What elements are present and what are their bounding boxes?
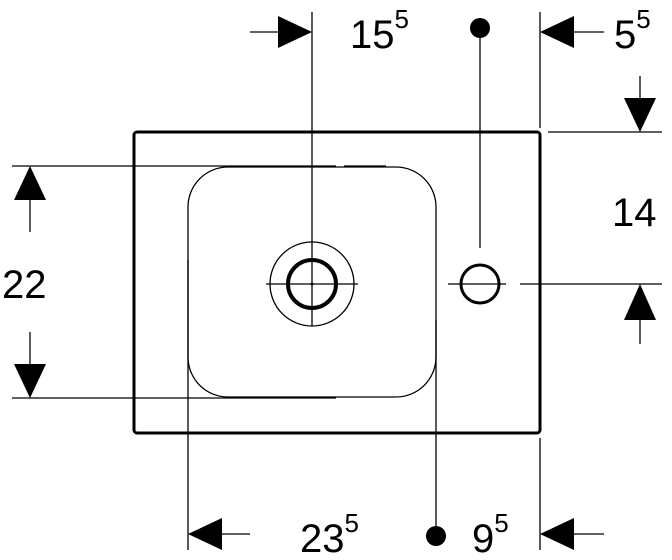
dim-top-center: 155 bbox=[350, 4, 409, 57]
arrow-left-icon bbox=[540, 518, 574, 550]
dim-right-vertical: 14 bbox=[612, 191, 657, 235]
dimension-arrows bbox=[14, 16, 656, 550]
arrow-right-icon bbox=[278, 16, 312, 48]
dim-bottom-left: 235 bbox=[300, 508, 359, 560]
bowl-edge-dot-icon bbox=[426, 526, 446, 546]
dim-left-vertical: 22 bbox=[2, 263, 47, 307]
dimension-lines bbox=[12, 12, 662, 550]
tap-center-dot-icon bbox=[470, 18, 490, 38]
basin-body bbox=[132, 130, 542, 435]
dim-top-right: 55 bbox=[614, 4, 651, 57]
arrow-left-icon bbox=[188, 518, 222, 550]
basin-outline bbox=[132, 130, 542, 435]
arrow-up-icon bbox=[624, 284, 656, 320]
arrow-left-icon bbox=[540, 16, 574, 48]
dimension-labels: 155 55 14 22 235 95 bbox=[2, 4, 657, 560]
arrow-up-icon bbox=[14, 166, 46, 200]
dim-bottom-right: 95 bbox=[472, 508, 509, 560]
arrow-down-icon bbox=[14, 364, 46, 398]
arrow-down-icon bbox=[624, 98, 656, 132]
